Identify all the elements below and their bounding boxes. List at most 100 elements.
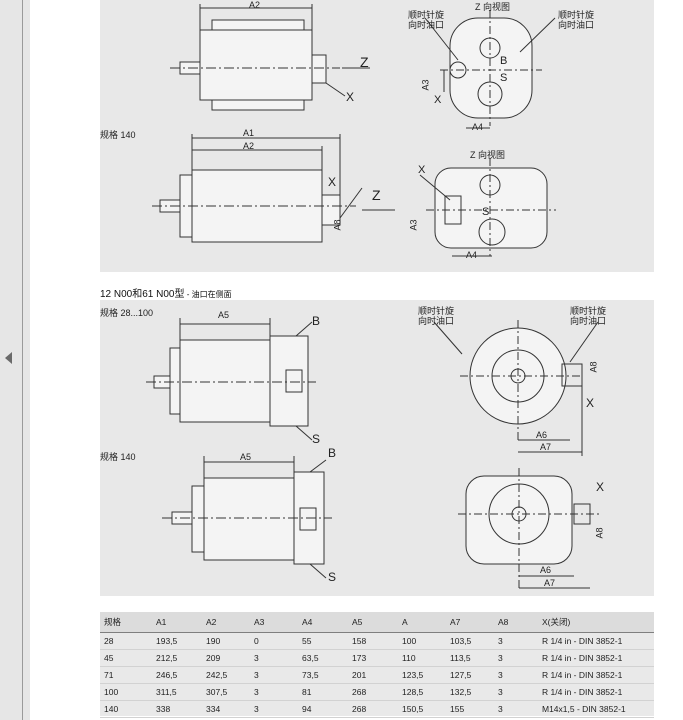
size-140-label-top: 规格 140 (100, 130, 136, 140)
letter-s-upper: S (312, 432, 321, 446)
letter-x-zview: X (434, 94, 442, 106)
table-cell: 103,5 (446, 632, 494, 650)
table-cell: 209 (202, 649, 250, 667)
table-cell: 132,5 (446, 683, 494, 701)
table-cell: 3 (494, 632, 538, 650)
table-header: A2 (202, 612, 250, 633)
dim-a6-upper: A6 (536, 430, 548, 440)
table-cell: 3 (494, 649, 538, 667)
table-cell: 307,5 (202, 683, 250, 701)
table-cell: 127,5 (446, 666, 494, 684)
section-title-sub: - 油口在侧面 (184, 290, 232, 299)
letter-x-zview-lower: X (418, 164, 426, 176)
table-cell: 100 (100, 683, 152, 701)
table-cell: R 1/4 in - DIN 3852-1 (538, 683, 654, 701)
dimension-table: 规格 A1 A2 A3 A4 A5 A A7 A8 X(关闭) 28 193,5… (100, 612, 654, 718)
dim-a4-lower: A4 (466, 250, 478, 260)
table-cell: 100 (398, 632, 446, 650)
table-cell: 246,5 (152, 666, 202, 684)
letter-b-top: B (500, 55, 508, 67)
previous-page-arrow-icon[interactable] (5, 352, 12, 364)
letter-x-top: X (346, 90, 355, 104)
table-row: 28 193,5 190 0 55 158 100 103,5 3 R 1/4 … (100, 632, 654, 650)
table-row: 140 338 334 3 94 268 150,5 155 3 M14x1,5… (100, 700, 654, 718)
dim-a6-lower: A6 (540, 565, 552, 575)
dimension-table-panel: 规格 A1 A2 A3 A4 A5 A A7 A8 X(关闭) 28 193,5… (100, 612, 654, 718)
table-cell: 3 (494, 700, 538, 718)
dim-a8-top: A8 (332, 219, 343, 231)
top-drawing-panel: A2 Z X Z 向视图 顺时针旋向时油口 顺时针旋向时油口 B S X A3 … (100, 0, 654, 272)
table-cell: 268 (348, 683, 398, 701)
dim-a5-lower: A5 (240, 452, 252, 462)
table-header: 规格 (100, 612, 152, 633)
section-title-main: 12 N00和61 N00型 (100, 289, 185, 300)
table-cell: 3 (250, 683, 298, 701)
dim-a7-lower: A7 (544, 578, 556, 588)
table-header: A1 (152, 612, 202, 633)
letter-b-lower: B (328, 446, 337, 460)
letter-z-lower: Z (372, 187, 381, 203)
letter-x-lower-mid: X (596, 480, 605, 494)
table-header: A8 (494, 612, 538, 633)
table-cell: 140 (100, 700, 152, 718)
table-cell: 63,5 (298, 649, 348, 667)
table-cell: 113,5 (446, 649, 494, 667)
document-page: A2 Z X Z 向视图 顺时针旋向时油口 顺时针旋向时油口 B S X A3 … (30, 0, 683, 720)
table-cell: 268 (348, 700, 398, 718)
table-header: A7 (446, 612, 494, 633)
letter-s-lower: S (328, 570, 337, 584)
table-cell: 150,5 (398, 700, 446, 718)
table-cell: 123,5 (398, 666, 446, 684)
z-view-title-1: Z 向视图 (475, 2, 510, 12)
table-cell: 201 (348, 666, 398, 684)
middle-drawing-panel: 规格 28...100 A5 B S 顺时针旋向时油口 顺时针旋向时油口 A8 … (100, 300, 654, 596)
table-cell: 81 (298, 683, 348, 701)
dim-a8-upper: A8 (588, 361, 599, 373)
table-row: 45 212,5 209 3 63,5 173 110 113,5 3 R 1/… (100, 649, 654, 667)
dim-a3-lower: A3 (408, 219, 419, 231)
table-cell: 173 (348, 649, 398, 667)
left-gutter (0, 0, 23, 720)
table-cell: 242,5 (202, 666, 250, 684)
section-title: 12 N00和61 N00型 - 油口在侧面 (100, 285, 232, 300)
table-header: A4 (298, 612, 348, 633)
rotation-label-2: 顺时针旋向时油口 (558, 10, 595, 30)
table-cell: 0 (250, 632, 298, 650)
table-cell: 128,5 (398, 683, 446, 701)
size-140-label-mid: 规格 140 (100, 452, 136, 462)
letter-x-lower: X (328, 175, 337, 189)
table-cell: 334 (202, 700, 250, 718)
table-cell: 28 (100, 632, 152, 650)
table-cell: 45 (100, 649, 152, 667)
table-cell: 190 (202, 632, 250, 650)
letter-x-upper: X (586, 396, 595, 410)
top-technical-drawing (152, 4, 556, 257)
table-cell: 110 (398, 649, 446, 667)
table-cell: R 1/4 in - DIN 3852-1 (538, 649, 654, 667)
dim-a3-top: A3 (420, 79, 431, 91)
letter-s-top: S (500, 72, 508, 84)
table-header-row: 规格 A1 A2 A3 A4 A5 A A7 A8 X(关闭) (100, 612, 654, 633)
dim-a2-lower: A2 (243, 141, 255, 151)
table-row: 71 246,5 242,5 3 73,5 201 123,5 127,5 3 … (100, 666, 654, 684)
table-cell: 155 (446, 700, 494, 718)
table-row: 100 311,5 307,5 3 81 268 128,5 132,5 3 R… (100, 683, 654, 701)
table-cell: 94 (298, 700, 348, 718)
z-view-title-2: Z 向视图 (470, 150, 505, 160)
table-cell: 311,5 (152, 683, 202, 701)
table-cell: 3 (494, 683, 538, 701)
table-cell: 3 (494, 666, 538, 684)
dim-a4-top: A4 (472, 122, 484, 132)
dim-a1: A1 (243, 128, 255, 138)
table-cell: 193,5 (152, 632, 202, 650)
letter-b-upper: B (312, 314, 321, 328)
rotation-label-1: 顺时针旋向时油口 (408, 10, 445, 30)
table-cell: 212,5 (152, 649, 202, 667)
table-cell: 3 (250, 700, 298, 718)
dim-a8-lower: A8 (594, 527, 605, 539)
letter-s-zview-lower: S (482, 206, 490, 218)
table-cell: R 1/4 in - DIN 3852-1 (538, 666, 654, 684)
dim-a7-upper: A7 (540, 442, 552, 452)
letter-z-top: Z (360, 54, 369, 70)
table-cell: 3 (250, 666, 298, 684)
